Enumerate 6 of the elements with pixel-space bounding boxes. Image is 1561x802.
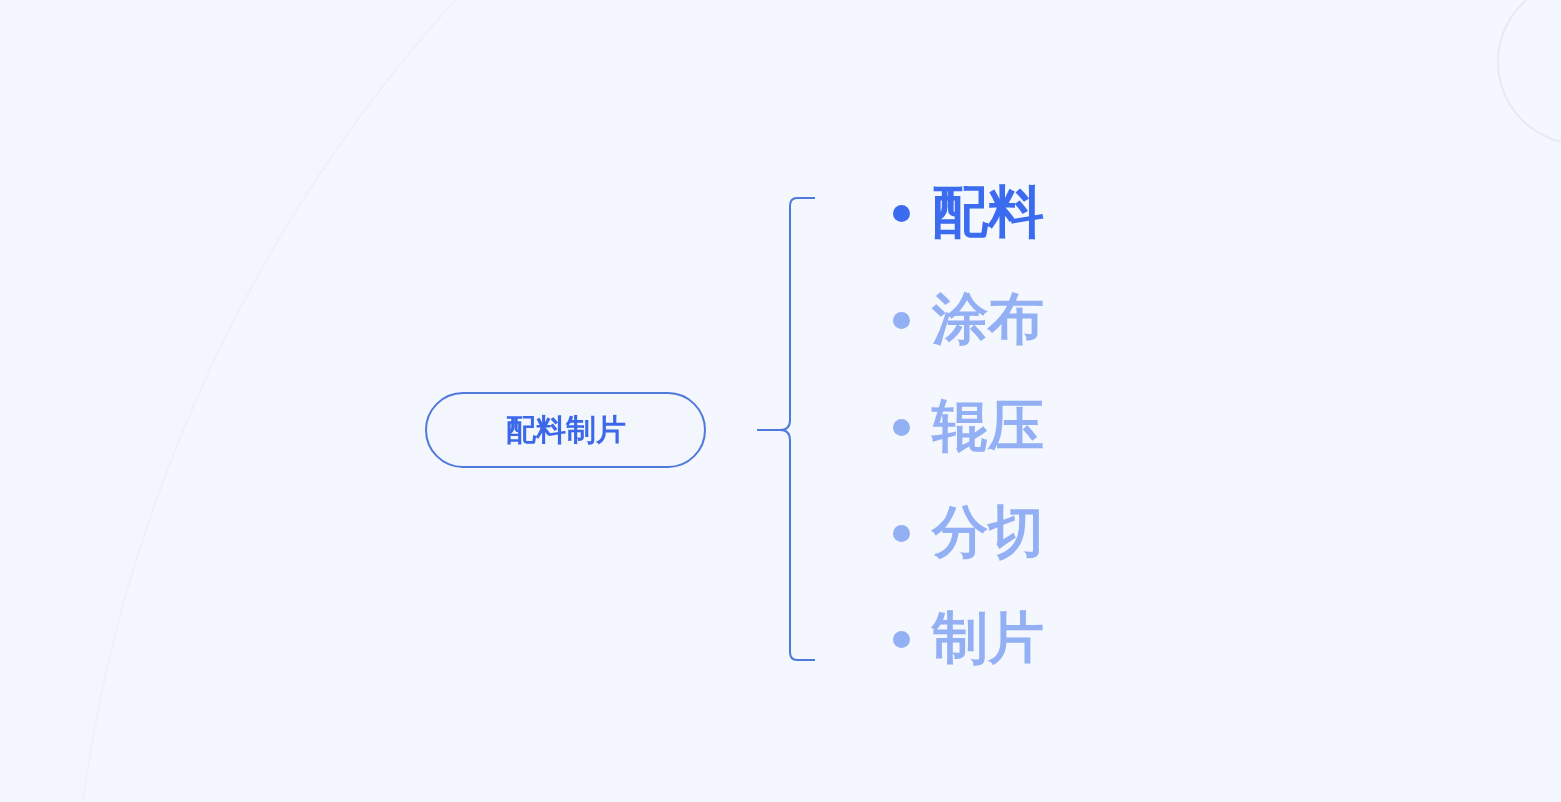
active-list-item: 配料 (932, 178, 1044, 246)
list-item: 辊压 (932, 392, 1044, 460)
list-item: 涂布 (932, 285, 1044, 353)
list-item: 制片 (932, 604, 1044, 672)
box-label: 配料制片 (505, 410, 626, 449)
list-item: 分切 (932, 498, 1044, 566)
